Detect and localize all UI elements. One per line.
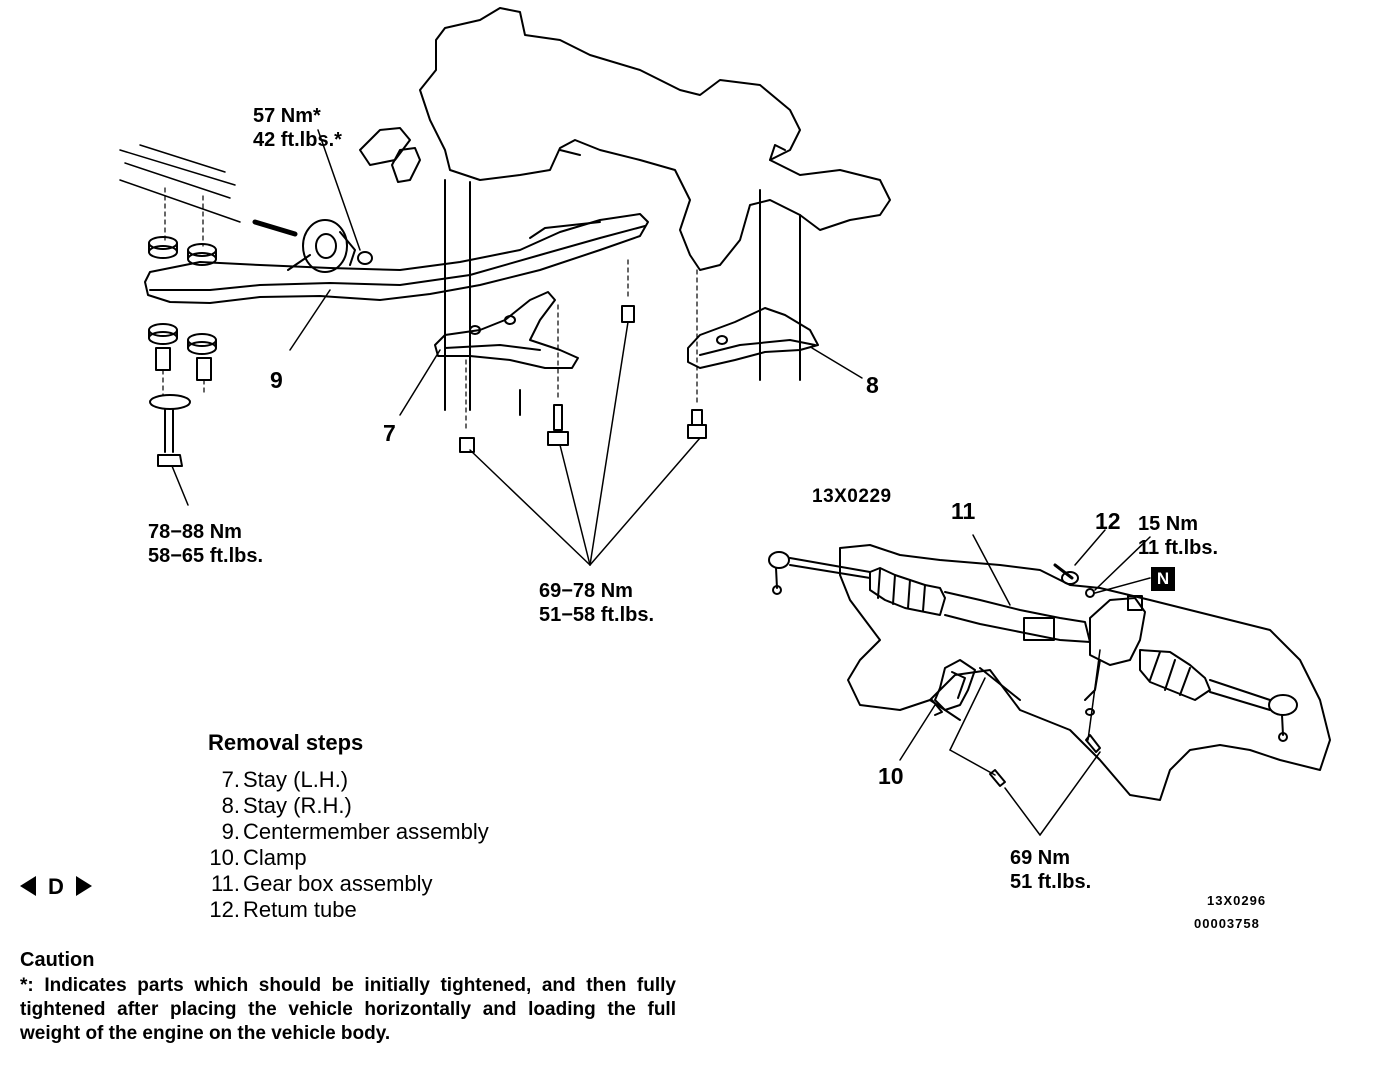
- torque-stay-bolts: 69−78 Nm 51−58 ft.lbs.: [539, 579, 654, 627]
- torque-ftlbs: 58−65 ft.lbs.: [148, 545, 264, 567]
- list-item: 11.Gear box assembly: [192, 871, 489, 897]
- callout-11: 11: [951, 498, 976, 524]
- callout-12: 12: [1095, 508, 1121, 534]
- step-text: Clamp: [243, 845, 307, 870]
- step-number: 9.: [221, 819, 240, 844]
- list-item: 10.Clamp: [192, 845, 489, 871]
- step-text: Stay (R.H.): [243, 793, 352, 818]
- torque-ftlbs: 51 ft.lbs.: [1010, 871, 1092, 893]
- step-text: Retum tube: [243, 897, 357, 922]
- stay-rh: [687, 307, 819, 369]
- torque-return-tube: 15 Nm 11 ft.lbs.: [1138, 512, 1218, 560]
- list-item: 7.Stay (L.H.): [192, 767, 489, 793]
- document-code: 00003758: [1194, 916, 1260, 931]
- list-item: 12.Retum tube: [192, 897, 489, 923]
- new-part-badge: N: [1151, 567, 1175, 591]
- callout-8: 8: [866, 372, 879, 398]
- caution-title: Caution: [20, 949, 95, 971]
- removal-steps-list: 7.Stay (L.H.) 8.Stay (R.H.) 9.Centermemb…: [192, 767, 489, 923]
- clamp: [931, 659, 1101, 787]
- torque-nm: 15 Nm: [1138, 513, 1199, 535]
- torque-nm: 69−78 Nm: [539, 580, 633, 602]
- torque-ftlbs: 51−58 ft.lbs.: [539, 604, 655, 626]
- torque-nm: 57 Nm*: [253, 105, 321, 127]
- steering-gear-body-outline: [839, 544, 1331, 801]
- vehicle-body-outline: [359, 7, 891, 416]
- leader-lines-lower: [899, 529, 1151, 836]
- torque-nm: 78−88 Nm: [148, 521, 242, 543]
- caution-text: *: Indicates parts which should be initi…: [20, 975, 676, 1044]
- step-number: 8.: [221, 793, 240, 818]
- callout-9: 9: [270, 367, 283, 393]
- torque-ftlbs: 11 ft.lbs.: [1138, 537, 1219, 559]
- step-text: Stay (L.H.): [243, 767, 349, 792]
- return-tube: [1053, 563, 1151, 598]
- step-number: 11.: [211, 871, 240, 896]
- leader-lines-upper: [171, 129, 863, 566]
- double-arrow-icon: D: [20, 874, 92, 899]
- figure-code-upper: 13X0229: [812, 486, 892, 507]
- step-number: 7.: [221, 767, 240, 792]
- callout-10: 10: [878, 763, 904, 789]
- torque-clamp-bolts: 69 Nm 51 ft.lbs.: [1010, 846, 1091, 894]
- torque-nm: 69 Nm: [1010, 847, 1071, 869]
- centermember-assembly: [144, 187, 649, 467]
- torque-lower-bolt: 78−88 Nm 58−65 ft.lbs.: [148, 520, 263, 568]
- procedure-reference-marker[interactable]: D: [20, 874, 92, 899]
- torque-ftlbs: 42 ft.lbs.*: [253, 129, 342, 151]
- step-number: 12.: [209, 897, 240, 922]
- nav-marker-letter: D: [48, 874, 64, 898]
- list-item: 8.Stay (R.H.): [192, 793, 489, 819]
- gear-box-assembly: [768, 551, 1298, 742]
- stay-lh: [434, 291, 579, 369]
- callout-7: 7: [383, 420, 396, 446]
- step-number: 10.: [209, 845, 240, 870]
- torque-centermember-bolt: 57 Nm* 42 ft.lbs.*: [253, 104, 342, 152]
- removal-steps-title: Removal steps: [208, 730, 364, 755]
- list-item: 9.Centermember assembly: [192, 819, 489, 845]
- step-text: Gear box assembly: [243, 871, 433, 896]
- step-text: Centermember assembly: [243, 819, 489, 844]
- figure-code-lower: 13X0296: [1207, 893, 1267, 908]
